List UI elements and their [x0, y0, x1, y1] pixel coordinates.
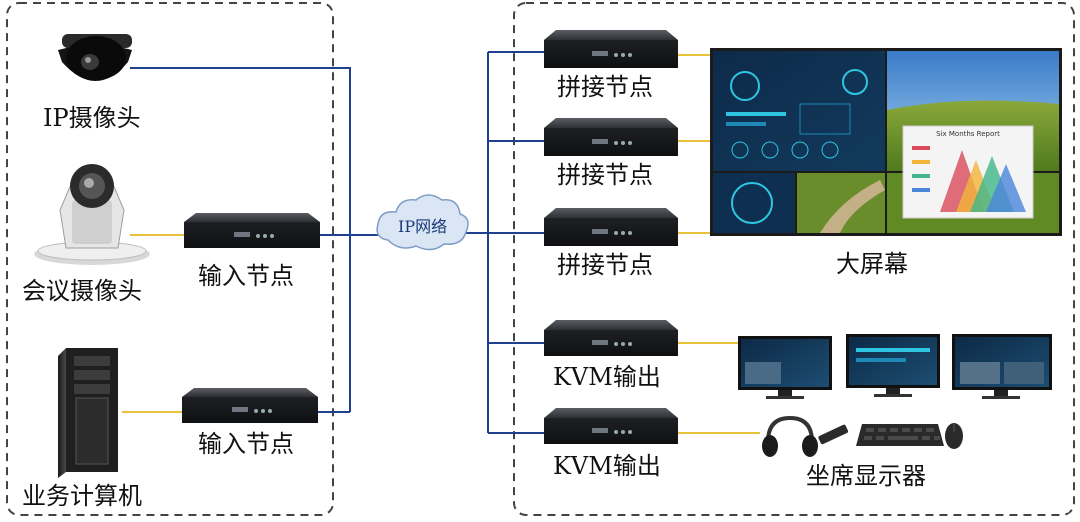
report-title: Six Months Report: [936, 130, 1000, 138]
splice-node-device-3: [544, 208, 678, 246]
device-links: [122, 54, 760, 434]
big-screen-label: 大屏幕: [836, 250, 908, 278]
kvm-output-device-1: [544, 320, 678, 356]
link-ipcam: [130, 67, 351, 412]
headset-icon: [762, 415, 818, 457]
conference-camera-icon: [34, 164, 150, 265]
kvm-output-label: KVM输出: [553, 452, 661, 480]
conference-camera-label: 会议摄像头: [22, 277, 142, 305]
watermark: CSDN @视通科技: [947, 497, 1070, 515]
input-node-device-1: [184, 213, 320, 248]
video-wall-icon: Six Months Report: [710, 48, 1062, 236]
network-links: [130, 51, 545, 434]
cloud-icon: [376, 194, 469, 251]
input-node-label: 输入节点: [198, 262, 294, 290]
seat-display-label: 坐席显示器: [806, 462, 926, 490]
keyboard-icon: [856, 424, 944, 446]
usb-stick-icon: [818, 424, 849, 445]
mouse-icon: [945, 423, 963, 449]
monitor-icons: [738, 334, 1052, 399]
computer-tower-icon: [58, 348, 118, 478]
left-group-border: [6, 2, 334, 516]
splice-node-device-1: [544, 30, 678, 68]
splice-node-device-2: [544, 118, 678, 156]
network-label: IP网络: [398, 217, 448, 236]
right-group-border: [513, 2, 1075, 516]
business-computer-label: 业务计算机: [22, 482, 142, 510]
input-node-device-2: [182, 388, 318, 423]
input-node-label: 输入节点: [198, 430, 294, 458]
kvm-output-device-2: [544, 408, 678, 444]
splice-node-label: 拼接节点: [557, 161, 653, 189]
splice-node-label: 拼接节点: [557, 73, 653, 101]
ip-camera-label: IP摄像头: [43, 104, 141, 132]
splice-node-label: 拼接节点: [557, 251, 653, 279]
dome-camera-icon: [58, 34, 132, 81]
kvm-output-label: KVM输出: [553, 363, 661, 391]
